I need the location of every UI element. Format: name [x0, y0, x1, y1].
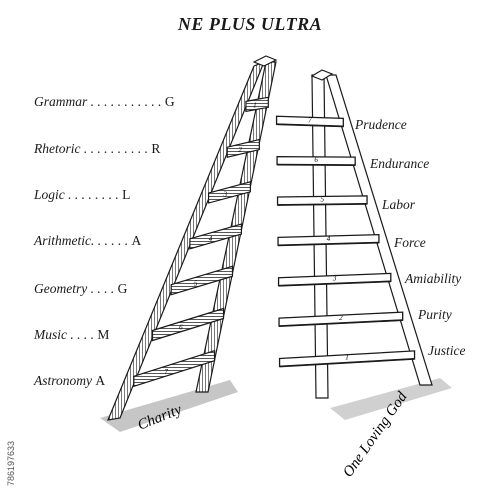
right-rung-edge — [279, 319, 403, 327]
left-rung — [245, 96, 269, 113]
right-rung-edge — [278, 280, 391, 287]
ground-shadows — [100, 378, 452, 432]
left-rung-number: 3 — [223, 191, 228, 199]
left-label-word: Geometry . . . . — [34, 281, 118, 296]
left-rung — [170, 265, 234, 296]
left-rung-number: 7 — [164, 368, 168, 376]
left-label-word: Astronomy — [34, 373, 96, 388]
left-label: Geometry . . . . G — [34, 281, 127, 297]
left-rung — [207, 180, 251, 204]
left-rung-number: 6 — [179, 324, 183, 332]
left-label-word: Grammar . . . . . . . . . . . — [34, 94, 165, 109]
right-rung-edge — [279, 358, 415, 368]
left-ladder: 1 2 3 4 5 6 7 — [107, 55, 278, 421]
right-ladder-shadow — [330, 378, 452, 420]
right-label: Force — [394, 235, 426, 250]
left-label-word: Arithmetic. . . . . . — [34, 233, 132, 248]
right-rung-number: 1 — [345, 354, 349, 362]
right-ladder-top-cap — [310, 69, 334, 81]
right-rung-number: 3 — [332, 275, 337, 283]
left-rung — [133, 349, 216, 388]
left-rung-number: 2 — [238, 146, 242, 154]
left-label: Arithmetic. . . . . . A — [34, 233, 141, 249]
left-label-letter: G — [164, 94, 175, 109]
right-label: Labor — [382, 197, 416, 212]
left-rung-number: 1 — [253, 102, 257, 110]
left-label-letter: L — [122, 187, 131, 202]
right-label: Purity — [418, 307, 452, 322]
left-label: Rhetoric . . . . . . . . . . R — [34, 141, 160, 157]
left-rung-number: 4 — [209, 235, 213, 243]
left-label-word: Music . . . . — [34, 327, 98, 342]
right-rung-edge — [277, 203, 368, 206]
right-rung-edge — [277, 163, 356, 167]
left-ladder-shadow — [100, 380, 238, 432]
diagram-title: NE PLUS ULTRA — [177, 14, 323, 34]
right-label: Prudence — [355, 117, 407, 132]
right-label: Justice — [428, 343, 466, 358]
left-rung — [226, 138, 260, 158]
left-label-letter: A — [131, 233, 142, 248]
left-label: Grammar . . . . . . . . . . . G — [34, 94, 175, 110]
left-label-letter: G — [117, 281, 128, 296]
left-label-letter: A — [95, 373, 106, 388]
right-label: Endurance — [370, 156, 430, 171]
left-ladder-top-cap — [252, 55, 278, 67]
left-rung — [151, 307, 225, 342]
left-label-word: Rhetoric . . . . . . . . . . — [34, 141, 152, 156]
right-rung-number: 5 — [321, 195, 325, 203]
right-rung-number: 4 — [327, 235, 331, 243]
left-rung-number: 5 — [194, 279, 198, 287]
left-label: Logic . . . . . . . . L — [34, 187, 130, 203]
left-label: Music . . . . M — [34, 327, 109, 343]
right-rung-number: 7 — [308, 116, 312, 124]
left-rung — [189, 223, 243, 250]
left-label-word: Logic . . . . . . . . — [34, 187, 123, 202]
stock-id: 786197633 — [4, 388, 20, 488]
right-ladder: 7 6 5 4 3 2 1 — [275, 69, 433, 399]
right-label: Amiability — [405, 271, 462, 286]
left-label: Astronomy A — [34, 373, 105, 389]
right-rung-number: 6 — [314, 156, 318, 164]
right-rung-number: 2 — [339, 314, 343, 322]
left-label-letter: R — [151, 141, 161, 156]
right-rung-edge — [276, 123, 344, 128]
right-rung-edge — [278, 241, 379, 247]
left-label-letter: M — [97, 327, 110, 342]
stock-id-text: 786197633 — [6, 440, 16, 486]
